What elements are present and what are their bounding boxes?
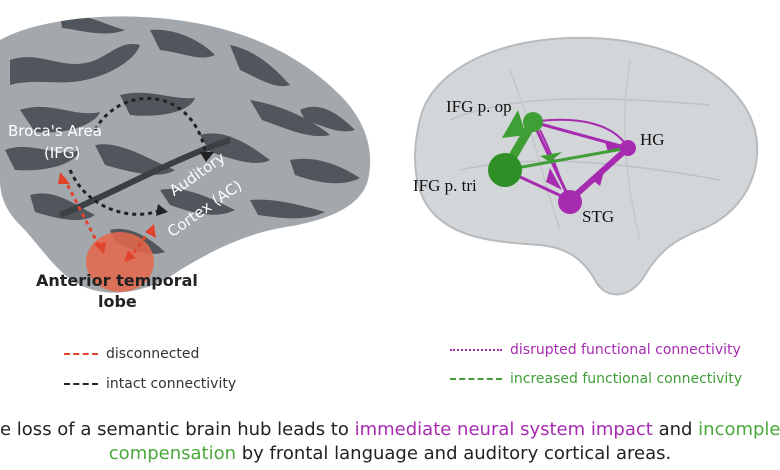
- atl-label-line2: lobe: [98, 292, 137, 311]
- label-ifg-p-op: IFG p. op: [446, 97, 512, 116]
- legend-line-disrupted: [450, 349, 502, 351]
- node-hg: [620, 140, 636, 156]
- node-ifg-p-tri: [488, 153, 522, 187]
- legend-label-increased: increased functional connectivity: [510, 371, 743, 387]
- node-ifg-p-op: [523, 112, 543, 132]
- caption-line1: e loss of a semantic brain hub leads to …: [0, 418, 780, 441]
- inflated-cortex-figure: [0, 16, 371, 293]
- legend-label-disconnected: disconnected: [106, 346, 200, 362]
- legend-disrupted: disrupted functional connectivity: [450, 342, 741, 358]
- caption-line2: compensation by frontal language and aud…: [0, 442, 780, 465]
- legend-line-increased: [450, 378, 502, 380]
- ifg-label: (IFG): [44, 144, 81, 162]
- legend-line-intact: [64, 383, 98, 385]
- legend-label-disrupted: disrupted functional connectivity: [510, 342, 741, 358]
- intact-arc-upper: [93, 97, 207, 151]
- legend-line-disconnected: [64, 353, 98, 355]
- legend-intact: intact connectivity: [64, 376, 236, 392]
- label-ifg-p-tri: IFG p. tri: [413, 176, 477, 195]
- caption-text-compensation: compensation: [108, 443, 237, 464]
- glass-brain-outline: [414, 36, 759, 296]
- broca-label: Broca's Area: [8, 122, 102, 140]
- legend-increased: increased functional connectivity: [450, 371, 742, 387]
- disconnected-arrow-ifg: [62, 177, 102, 249]
- caption-text-impact: immediate neural system impact: [354, 419, 653, 440]
- legend-disconnected: disconnected: [64, 346, 199, 362]
- caption-text-and: and: [652, 419, 699, 440]
- caption-text-incomplete: incomplete: [698, 419, 780, 440]
- caption-text-1: e loss of a semantic brain hub leads to: [0, 419, 355, 440]
- glass-brain-network: [414, 36, 759, 296]
- label-stg: STG: [582, 207, 615, 226]
- disconnected-arrow-ac: [128, 229, 152, 259]
- atl-label-line1: Anterior temporal: [36, 271, 198, 290]
- node-stg: [558, 190, 582, 214]
- label-hg: HG: [640, 130, 665, 149]
- caption-text-end: by frontal language and auditory cortica…: [236, 443, 672, 464]
- legend-label-intact: intact connectivity: [106, 376, 237, 392]
